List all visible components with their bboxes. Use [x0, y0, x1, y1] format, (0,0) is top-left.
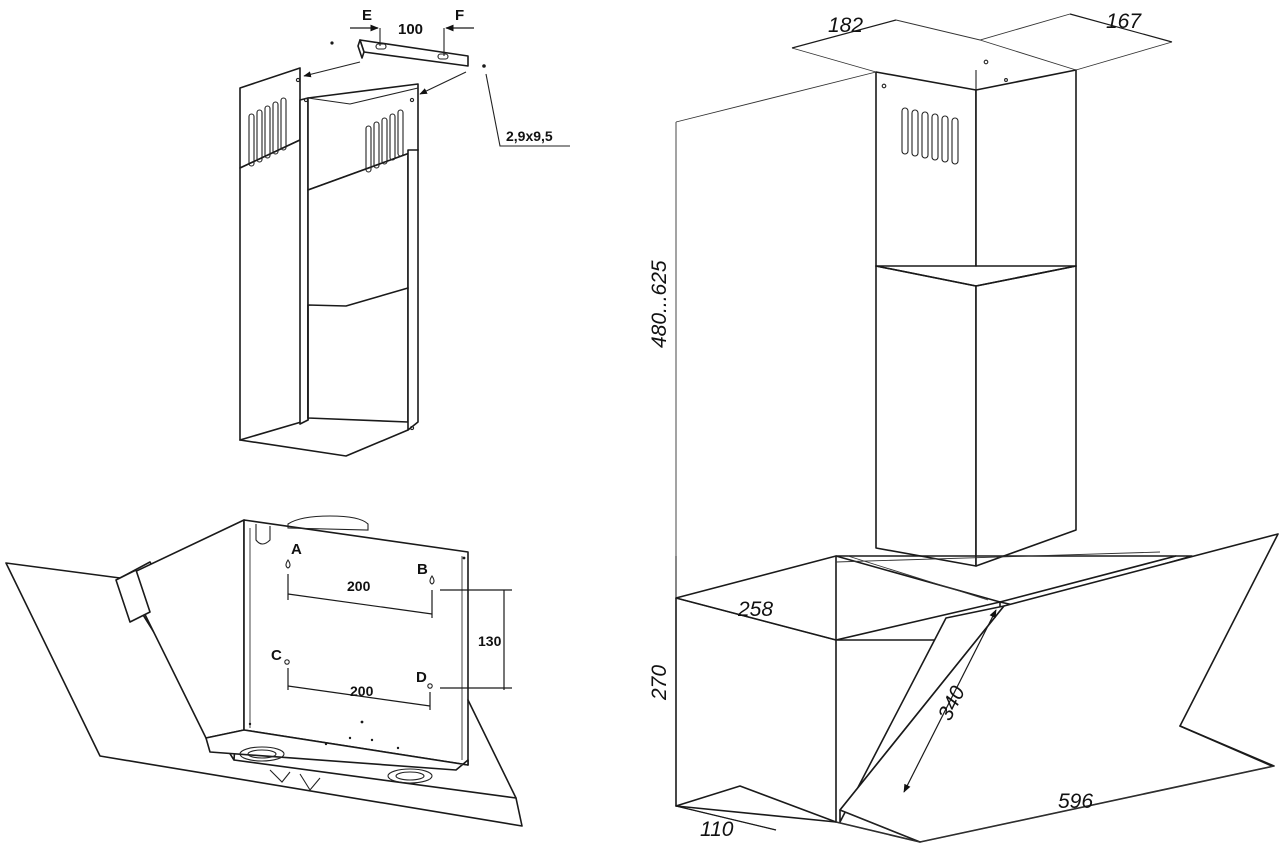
bracket-width-label: 100 — [398, 21, 423, 38]
mount-hole-a — [285, 559, 291, 569]
mount-hole-b — [429, 575, 435, 585]
chimney-width-label: 167 — [1106, 10, 1142, 33]
assembled-dimension-view: 182 167 258 340 110 — [648, 10, 1279, 843]
chimney-exploded-view: E 100 F 2,9x9,5 — [239, 7, 570, 457]
screw-icon — [330, 41, 486, 68]
mount-hole-c — [284, 659, 290, 665]
hood-back-view: A B C D 200 200 130 — [5, 515, 523, 827]
spacing-top-label: 200 — [347, 578, 371, 594]
overall-width-label: 596 — [1058, 790, 1093, 813]
body-depth-label: 258 — [737, 598, 773, 621]
chimney-vent-slots — [248, 97, 404, 173]
mounting-bracket — [357, 28, 469, 67]
spacing-bottom-label: 200 — [350, 683, 374, 699]
point-a-label: A — [291, 541, 302, 558]
mount-hole-d — [427, 683, 433, 689]
bottom-depth-label: 110 — [700, 818, 734, 841]
chimney-depth-label: 182 — [828, 14, 863, 37]
screw-size-label: 2,9x9,5 — [506, 128, 553, 144]
body-height-label: 270 — [648, 665, 671, 701]
point-c-label: C — [271, 647, 282, 664]
point-b-label: B — [417, 561, 428, 578]
point-d-label: D — [416, 669, 427, 686]
chimney-vent-slots — [901, 107, 959, 165]
bracket-label-e: E — [362, 7, 372, 24]
bracket-label-f: F — [455, 7, 464, 24]
chimney-height-label: 480...625 — [648, 260, 671, 348]
vertical-spacing-label: 130 — [478, 633, 502, 649]
